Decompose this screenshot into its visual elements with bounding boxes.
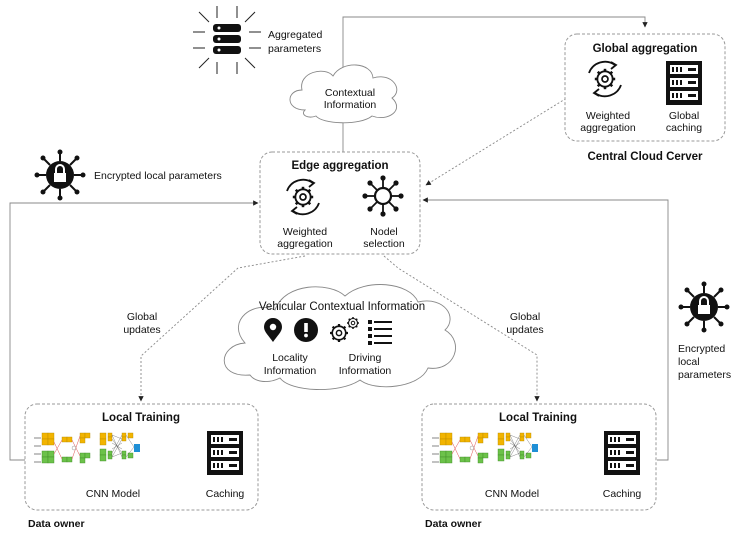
driving-info-line2: Information bbox=[339, 365, 392, 377]
global-weighted-label-2: aggregation bbox=[580, 122, 636, 134]
cloud-to-global-arrow bbox=[342, 16, 648, 75]
local-training-title-right: Local Training bbox=[499, 412, 577, 424]
caching-server-icon-left bbox=[207, 431, 243, 475]
vehicular-context-cloud bbox=[223, 284, 456, 390]
left-global-updates-arrow bbox=[138, 255, 306, 402]
edge-aggregation-box bbox=[259, 151, 421, 255]
central-cloud-caption: Central Cloud Cerver bbox=[587, 151, 703, 163]
global-updates-left-2: updates bbox=[123, 324, 160, 336]
global-caching-label-1: Global bbox=[669, 110, 699, 122]
encrypted-lock-icon-right bbox=[677, 280, 731, 334]
local-training-box-left bbox=[24, 403, 259, 511]
list-icon bbox=[368, 320, 392, 345]
vehicular-cloud-title: Vehicular Contextual Information bbox=[259, 301, 425, 313]
aggregated-parameters-icon bbox=[193, 6, 261, 74]
global-aggregation-box bbox=[564, 33, 726, 142]
global-aggregation-title: Global aggregation bbox=[593, 43, 698, 55]
local-training-title-left: Local Training bbox=[102, 412, 180, 424]
right-upload-arrow bbox=[422, 197, 669, 461]
global-weighted-label-1: Weighted bbox=[586, 110, 630, 122]
data-owner-caption-right: Data owner bbox=[425, 518, 482, 530]
node-selection-label-2: selection bbox=[363, 238, 405, 250]
node-selection-icon bbox=[362, 175, 404, 217]
node-selection-label-1: Nodel bbox=[370, 226, 397, 238]
global-caching-label-2: caching bbox=[666, 122, 702, 134]
caching-label-left: Caching bbox=[206, 488, 245, 500]
edge-aggregation-title: Edge aggregation bbox=[291, 160, 388, 172]
data-owner-caption-left: Data owner bbox=[28, 518, 85, 530]
encrypted-right-line3: parameters bbox=[678, 369, 731, 381]
caching-label-right: Caching bbox=[603, 488, 642, 500]
aggregated-parameters-label-2: parameters bbox=[268, 43, 321, 55]
alert-icon bbox=[294, 318, 318, 342]
left-upload-arrow bbox=[9, 200, 259, 461]
contextual-information-line2: Information bbox=[324, 99, 377, 111]
global-updates-right-1: Global bbox=[510, 311, 540, 323]
global-updates-right-2: updates bbox=[506, 324, 543, 336]
edge-weighted-label-2: aggregation bbox=[277, 238, 333, 250]
edge-weighted-label-1: Weighted bbox=[283, 226, 327, 238]
cnn-model-label-left: CNN Model bbox=[86, 488, 140, 500]
driving-info-line1: Driving bbox=[349, 352, 382, 364]
cnn-model-label-right: CNN Model bbox=[485, 488, 539, 500]
contextual-information-cloud bbox=[289, 64, 398, 124]
encrypted-lock-icon-left bbox=[33, 148, 87, 202]
global-updates-left-1: Global bbox=[127, 311, 157, 323]
locality-info-line1: Locality bbox=[272, 352, 308, 364]
locality-info-line2: Information bbox=[264, 365, 317, 377]
aggregated-parameters-label-1: Aggregated bbox=[268, 29, 322, 41]
contextual-information-line1: Contextual bbox=[325, 87, 375, 99]
local-training-box-right bbox=[421, 403, 657, 511]
encrypted-right-line2: local bbox=[678, 356, 700, 368]
right-global-updates-arrow bbox=[383, 255, 540, 402]
encrypted-left-label: Encrypted local parameters bbox=[94, 170, 222, 182]
caching-server-icon-right bbox=[604, 431, 640, 475]
global-to-edge-arrow bbox=[425, 87, 584, 186]
encrypted-right-line1: Encrypted bbox=[678, 343, 725, 355]
location-pin-icon bbox=[264, 318, 282, 342]
global-caching-icon bbox=[666, 61, 702, 105]
